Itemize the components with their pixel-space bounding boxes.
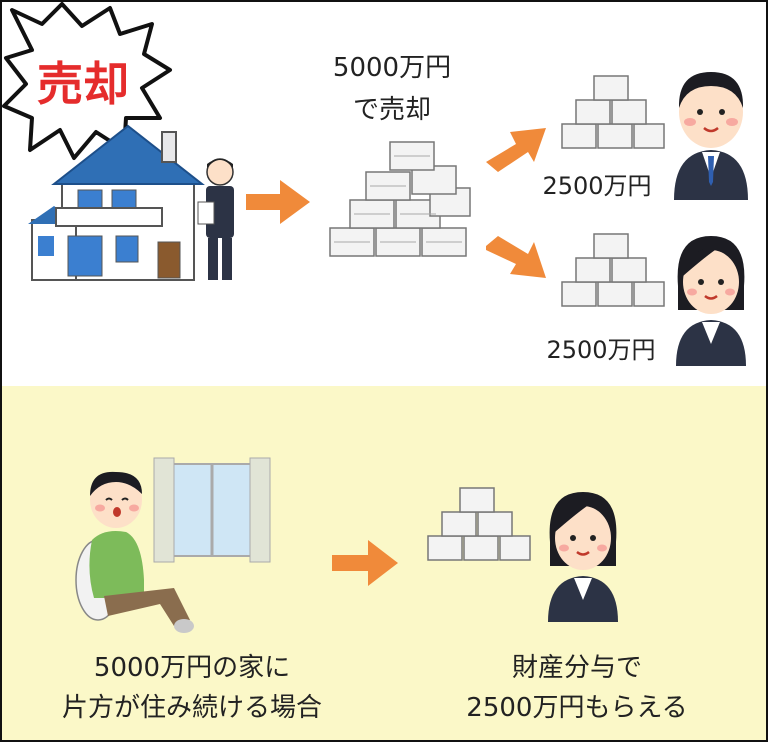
keep-house-scenario-panel: 5000万円の家に 片方が住み続ける場合 財産分与で 2500万円もらえる [2,386,766,740]
arrow-right-icon [332,540,398,586]
businesswoman-icon [676,236,746,366]
money-stack-icon [329,141,471,257]
window-icon [153,457,271,563]
money-stack-icon [427,487,531,561]
division-caption-line1: 財産分与で [511,653,642,683]
woman-share-text: 2500万円 [546,336,656,364]
money-stack-icon [561,75,665,149]
agent-icon [197,158,234,280]
man-share-text: 2500万円 [542,172,652,200]
keep-house-caption-line1: 5000万円の家に [93,653,291,683]
arrow-right-icon [486,128,546,172]
sale-method-text: で売却 [352,95,431,125]
businessman-icon [674,72,748,200]
businesswoman-icon [548,492,618,622]
house-icon [28,124,205,281]
sitting-man-icon [75,471,194,633]
sale-burst-label: 売却 [37,57,129,111]
keep-house-caption-line2: 片方が住み続ける場合 [61,693,322,723]
arrow-right-icon [486,236,546,278]
money-stack-icon [561,233,665,307]
sale-scenario-panel: 売却 5000万円 [2,2,766,386]
arrow-right-icon [246,180,310,224]
division-caption-line2: 2500万円もらえる [466,693,688,723]
sale-burst-icon [2,2,172,160]
sale-amount-text: 5000万円 [332,53,452,83]
